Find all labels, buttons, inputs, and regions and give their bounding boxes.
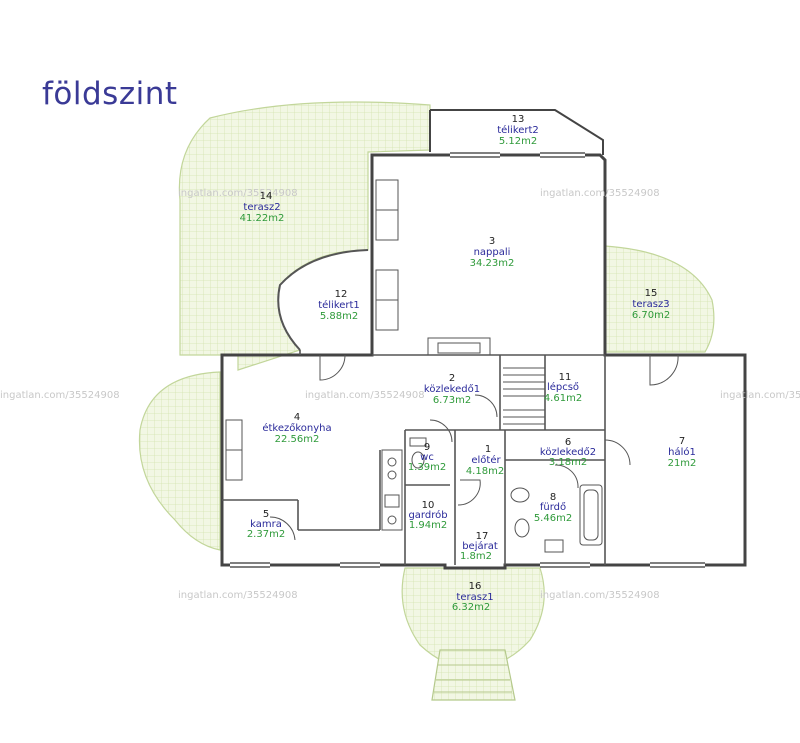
svg-text:közlekedő1: közlekedő1 bbox=[424, 383, 480, 395]
svg-text:1: 1 bbox=[485, 444, 491, 455]
svg-text:15: 15 bbox=[645, 288, 658, 299]
room-label-2: 2 közlekedő1 6.73m2 bbox=[424, 373, 480, 406]
svg-text:4.18m2: 4.18m2 bbox=[466, 466, 504, 477]
svg-text:11: 11 bbox=[559, 372, 572, 383]
room-label-4: 4 étkezőkonyha 22.56m2 bbox=[262, 412, 331, 445]
svg-text:fürdő: fürdő bbox=[540, 501, 566, 513]
svg-text:terasz2: terasz2 bbox=[243, 202, 280, 213]
windows bbox=[230, 152, 705, 568]
svg-text:előtér: előtér bbox=[471, 454, 501, 466]
svg-text:41.22m2: 41.22m2 bbox=[240, 213, 285, 224]
room-label-9: 9 wc 1.39m2 bbox=[408, 442, 446, 473]
svg-text:3: 3 bbox=[489, 236, 495, 247]
room-label-6: 6 közlekedő2 3.18m2 bbox=[540, 437, 596, 468]
watermark-text: ingatlan.com/35524908 bbox=[540, 590, 660, 601]
svg-text:1.94m2: 1.94m2 bbox=[409, 520, 447, 531]
svg-text:14: 14 bbox=[260, 191, 273, 202]
svg-text:háló1: háló1 bbox=[668, 446, 696, 458]
fireplace bbox=[427, 337, 491, 356]
room-label-8: 8 fürdő 5.46m2 bbox=[534, 492, 572, 524]
room-label-1: 1 előtér 4.18m2 bbox=[466, 444, 504, 477]
svg-text:terasz3: terasz3 bbox=[632, 299, 669, 310]
svg-text:5.88m2: 5.88m2 bbox=[320, 311, 358, 322]
bathroom-fixtures bbox=[409, 437, 603, 553]
svg-text:télikert1: télikert1 bbox=[318, 299, 360, 311]
svg-text:7: 7 bbox=[679, 436, 685, 447]
room-label-3: 3 nappali 34.23m2 bbox=[470, 236, 515, 269]
room-labels: 1 előtér 4.18m2 2 közlekedő1 6.73m2 3 na… bbox=[240, 114, 697, 613]
svg-text:közlekedő2: közlekedő2 bbox=[540, 446, 596, 458]
svg-text:2: 2 bbox=[449, 373, 455, 384]
svg-text:9: 9 bbox=[424, 442, 430, 453]
svg-text:wc: wc bbox=[420, 452, 434, 463]
svg-text:1.39m2: 1.39m2 bbox=[408, 462, 446, 473]
room-label-11: 11 lépcső 4.61m2 bbox=[544, 372, 582, 404]
watermark-text: ingatlan.com/35524908 bbox=[540, 188, 660, 199]
svg-text:6.32m2: 6.32m2 bbox=[452, 602, 490, 613]
svg-text:5: 5 bbox=[263, 509, 269, 520]
watermark-text: ingatlan.com/35524908 bbox=[178, 590, 298, 601]
room-label-14: 14 terasz2 41.22m2 bbox=[240, 191, 285, 224]
svg-text:8: 8 bbox=[550, 492, 556, 503]
svg-text:6.73m2: 6.73m2 bbox=[433, 395, 471, 406]
svg-text:12: 12 bbox=[335, 289, 348, 300]
watermarks: ingatlan.com/35524908 ingatlan.com/35524… bbox=[0, 188, 800, 601]
svg-text:6.70m2: 6.70m2 bbox=[632, 310, 670, 321]
svg-text:bejárat: bejárat bbox=[462, 540, 498, 552]
svg-text:1.8m2: 1.8m2 bbox=[460, 551, 492, 562]
watermark-text: ingatlan.com/35524908 bbox=[305, 390, 425, 401]
room-label-15: 15 terasz3 6.70m2 bbox=[632, 288, 670, 321]
svg-text:6: 6 bbox=[565, 437, 571, 448]
svg-text:13: 13 bbox=[512, 114, 525, 125]
plan-title: földszint bbox=[42, 76, 178, 112]
doors bbox=[269, 354, 679, 541]
svg-text:17: 17 bbox=[476, 531, 489, 542]
room-label-16: 16 terasz1 6.32m2 bbox=[452, 581, 494, 613]
walls bbox=[220, 109, 747, 570]
svg-text:4: 4 bbox=[294, 412, 300, 423]
svg-text:2.37m2: 2.37m2 bbox=[247, 529, 285, 540]
svg-text:terasz1: terasz1 bbox=[456, 592, 493, 603]
svg-text:lépcső: lépcső bbox=[547, 381, 579, 393]
svg-text:16: 16 bbox=[469, 581, 482, 592]
svg-text:34.23m2: 34.23m2 bbox=[470, 258, 515, 269]
svg-text:3.18m2: 3.18m2 bbox=[549, 457, 587, 468]
svg-text:21m2: 21m2 bbox=[668, 458, 697, 469]
room-label-12: 12 télikert1 5.88m2 bbox=[318, 289, 360, 322]
glazed-doors bbox=[225, 179, 399, 481]
watermark-text: ingatlan.com/35524908 bbox=[720, 390, 800, 401]
kitchen-fixtures bbox=[381, 449, 403, 531]
terrace-left-bulge bbox=[138, 371, 221, 551]
room-label-5: 5 kamra 2.37m2 bbox=[247, 509, 285, 540]
watermark-text: ingatlan.com/35524908 bbox=[178, 188, 298, 199]
watermark-text: ingatlan.com/35524908 bbox=[0, 390, 120, 401]
svg-text:télikert2: télikert2 bbox=[497, 124, 539, 136]
svg-text:étkezőkonyha: étkezőkonyha bbox=[262, 422, 331, 434]
entry-stairs bbox=[431, 649, 516, 701]
svg-text:nappali: nappali bbox=[474, 247, 511, 258]
svg-text:4.61m2: 4.61m2 bbox=[544, 393, 582, 404]
staircase bbox=[503, 367, 545, 425]
svg-text:10: 10 bbox=[422, 500, 435, 511]
svg-text:5.12m2: 5.12m2 bbox=[499, 136, 537, 147]
room-label-7: 7 háló1 21m2 bbox=[668, 436, 697, 469]
room-label-17: 17 bejárat 1.8m2 bbox=[460, 531, 498, 562]
room-label-13: 13 télikert2 5.12m2 bbox=[497, 114, 539, 147]
room-label-10: 10 gardrób 1.94m2 bbox=[408, 500, 447, 531]
svg-text:5.46m2: 5.46m2 bbox=[534, 513, 572, 524]
svg-text:gardrób: gardrób bbox=[408, 509, 447, 521]
svg-text:kamra: kamra bbox=[250, 519, 282, 530]
terrace-3-floor bbox=[604, 245, 715, 353]
svg-text:22.56m2: 22.56m2 bbox=[275, 434, 320, 445]
